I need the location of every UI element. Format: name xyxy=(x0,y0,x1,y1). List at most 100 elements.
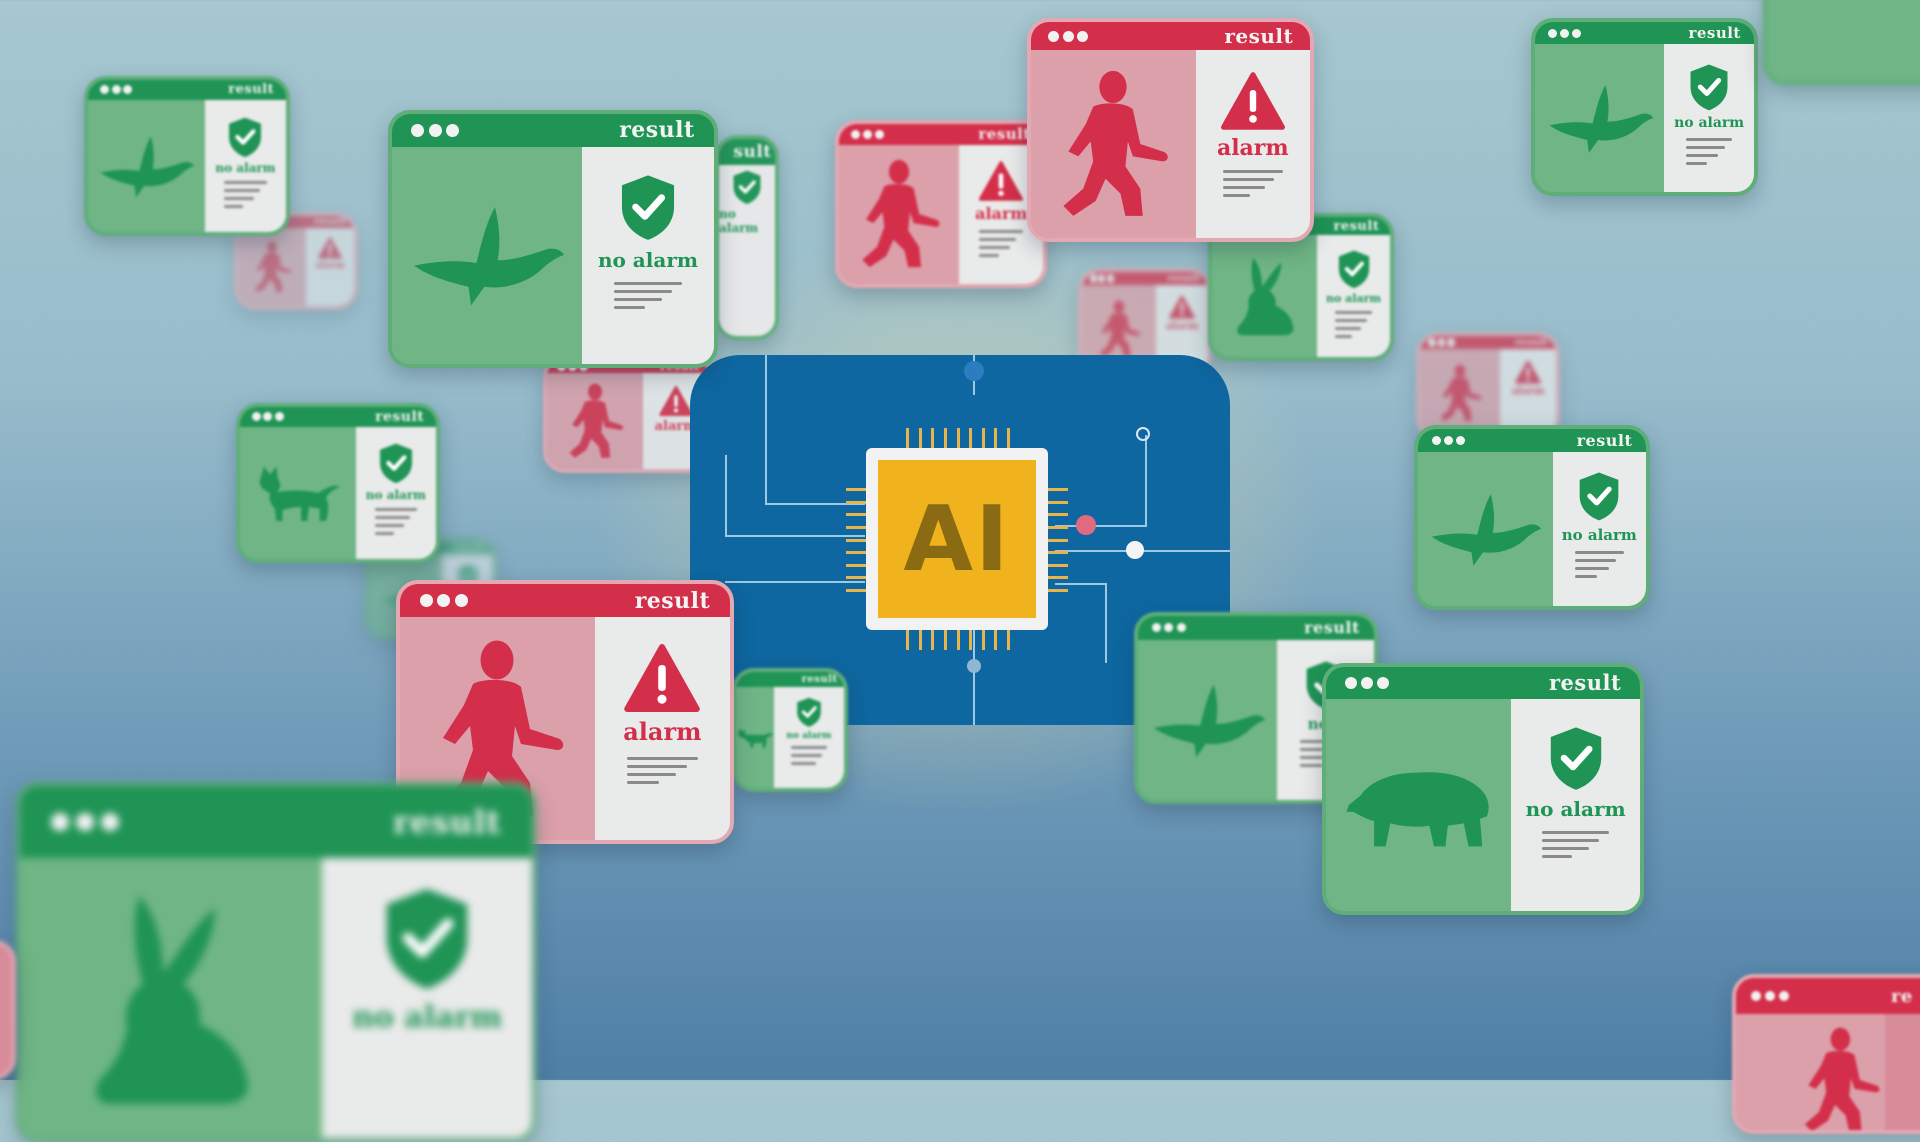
card-titlebar: result xyxy=(392,114,714,147)
result-card: result alarm xyxy=(1416,332,1560,440)
card-text-lines xyxy=(627,756,698,789)
result-card: sult no alarm xyxy=(715,135,779,340)
fox-icon xyxy=(736,725,774,751)
card-status: alarm xyxy=(975,204,1028,224)
card-text-lines xyxy=(1223,170,1283,202)
card-image xyxy=(1736,1014,1885,1130)
bird-icon xyxy=(1427,490,1543,568)
shield-check-icon xyxy=(379,884,475,992)
card-result-panel: no alarm xyxy=(719,164,775,336)
bird-icon xyxy=(407,202,567,308)
card-result-label: result xyxy=(634,587,711,614)
cat-icon xyxy=(251,462,345,524)
card-result-panel: no alarm xyxy=(581,146,714,364)
card-result-label: result xyxy=(375,408,425,425)
card-image xyxy=(88,99,205,232)
card-status: no alarm xyxy=(215,160,276,175)
card-titlebar: result xyxy=(839,124,1043,145)
card-status: no alarm xyxy=(786,730,832,741)
warning-triangle-icon xyxy=(1169,295,1195,319)
warning-triangle-icon xyxy=(318,237,342,259)
card-text-lines xyxy=(374,508,417,540)
card-result-label: result xyxy=(1333,218,1380,234)
card-result-panel: no alarm xyxy=(204,99,286,232)
card-result-label: result xyxy=(392,803,502,841)
card-status: alarm xyxy=(1216,134,1289,161)
person-walking-icon xyxy=(1796,1026,1885,1134)
card-image xyxy=(1420,349,1501,436)
card-status: no alarm xyxy=(597,247,699,272)
card-text-lines xyxy=(224,181,267,213)
card-result-label: result xyxy=(1167,273,1201,284)
card-image xyxy=(1212,235,1318,357)
card-status: no alarm xyxy=(1561,525,1637,544)
card-result-label: result xyxy=(1304,618,1360,638)
card-image xyxy=(1138,639,1278,800)
card-result-panel: no alarm xyxy=(1511,698,1640,911)
circuit-node xyxy=(967,659,981,673)
circuit-node xyxy=(1136,427,1150,441)
person-walking-icon xyxy=(563,383,627,459)
shield-check-icon xyxy=(731,169,763,205)
person-walking-icon xyxy=(1051,69,1175,219)
card-status: alarm xyxy=(654,418,697,434)
result-card: result alarm xyxy=(835,120,1047,288)
card-result-panel: alarm xyxy=(1500,349,1556,436)
result-card: result no alarm xyxy=(236,403,440,563)
card-status: alarm xyxy=(315,260,345,271)
card-status: alarm xyxy=(623,717,702,747)
circuit-node xyxy=(1126,541,1144,559)
result-card: result no alarm xyxy=(1531,18,1758,196)
card-result-panel: no alarm xyxy=(1552,452,1646,606)
shield-check-icon xyxy=(1687,62,1731,112)
result-card: result no alarm xyxy=(16,782,536,1142)
card-titlebar: result xyxy=(88,80,286,100)
card-text-lines xyxy=(1334,311,1373,343)
card-status: no alarm xyxy=(352,1000,503,1036)
bird-icon xyxy=(1545,81,1655,155)
warning-triangle-icon xyxy=(1221,72,1285,130)
person-walking-icon xyxy=(1095,300,1143,358)
card-status: no alarm xyxy=(1325,292,1382,306)
result-card: result no alarm xyxy=(1414,425,1650,610)
card-image xyxy=(1031,50,1196,238)
card-text-lines xyxy=(1685,138,1733,170)
card-result-label: sult xyxy=(733,141,772,162)
ai-chip-core: AI xyxy=(878,460,1036,618)
result-card: result alarm xyxy=(543,355,713,473)
shield-check-icon xyxy=(377,442,415,484)
shield-check-icon xyxy=(1546,724,1606,792)
bird-icon xyxy=(1149,680,1267,760)
card-titlebar: result xyxy=(400,584,730,618)
card-result-label: re xyxy=(1890,985,1913,1007)
warning-triangle-icon xyxy=(659,386,693,416)
card-titlebar: result xyxy=(1535,22,1754,45)
card-titlebar: result xyxy=(1326,667,1640,699)
card-titlebar: result xyxy=(1418,429,1646,452)
person-walking-icon xyxy=(853,159,945,269)
card-titlebar: result xyxy=(1082,272,1208,285)
card-titlebar: result xyxy=(1420,336,1556,349)
card-image xyxy=(839,144,960,284)
card-result-label: result xyxy=(1688,24,1741,43)
shield-check-icon xyxy=(795,696,823,728)
card-result-panel: alarm xyxy=(306,227,354,306)
card-status: no alarm xyxy=(719,207,759,236)
result-card: result alarm xyxy=(1027,18,1314,242)
card-result-label: result xyxy=(978,125,1031,144)
card-result-panel: no alarm xyxy=(1664,44,1754,192)
rabbit-icon xyxy=(1228,255,1302,337)
card-titlebar: sult xyxy=(719,139,775,165)
card-result-panel: alarm xyxy=(1195,50,1310,238)
ai-chip: AI xyxy=(866,448,1048,630)
card-result-label: result xyxy=(801,674,838,686)
card-titlebar: re xyxy=(1736,978,1920,1014)
result-card xyxy=(0,940,16,1080)
card-result-panel: no alarm xyxy=(773,687,844,788)
result-card: re xyxy=(1732,974,1920,1134)
ai-chip-label: AI xyxy=(903,486,1011,592)
card-result-label: result xyxy=(228,82,275,98)
warning-triangle-icon xyxy=(624,644,700,712)
card-result-panel: no alarm xyxy=(1317,235,1390,357)
